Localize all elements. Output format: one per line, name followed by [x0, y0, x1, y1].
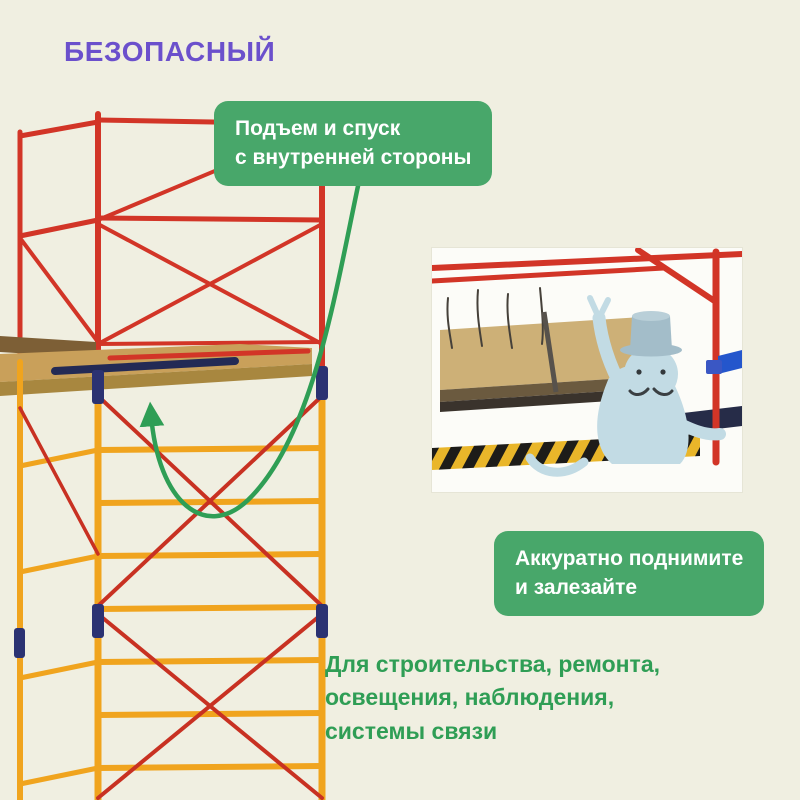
cat-eye [636, 369, 642, 375]
cat-tail [525, 453, 589, 477]
cat-inset-photo [429, 247, 745, 492]
description-line: освещения, наблюдения, [325, 684, 615, 711]
callout-line: Подъем и спуск [235, 117, 401, 140]
cat-in-top-hat [525, 295, 726, 477]
callout-lift-carefully: Аккуратно поднимите и залезайте [494, 531, 765, 616]
top-hat-icon [620, 311, 682, 357]
cat-resting-arm [666, 414, 726, 441]
usage-description: Для строительства, ремонта, освещения, н… [325, 648, 660, 748]
cat-mustache [628, 387, 650, 396]
leaning-board [541, 311, 559, 393]
cat-eye [660, 369, 666, 375]
callout-line: Аккуратно поднимите [515, 547, 744, 570]
description-line: Для строительства, ремонта, [325, 651, 661, 677]
pipe-couplers [14, 366, 328, 658]
inset-red-rails [429, 247, 745, 466]
cat-paw-finger [596, 297, 611, 321]
callout-line: с внутренней стороны [235, 146, 472, 170]
blue-clamp [706, 360, 722, 374]
page-title: БЕЗОПАСНЫЙ [64, 36, 276, 67]
cat-mustache [652, 387, 674, 396]
description-line: системы связи [325, 717, 498, 744]
cat-raised-arm [592, 311, 629, 395]
cat-head [624, 347, 678, 401]
ladder-frames [17, 359, 326, 800]
callout-line: и залезайте [515, 576, 638, 600]
callout-climb-inside: Подъем и спуск с внутренней стороны [214, 101, 493, 186]
cat-inset-graphic [429, 247, 745, 477]
blue-beam [718, 350, 742, 374]
